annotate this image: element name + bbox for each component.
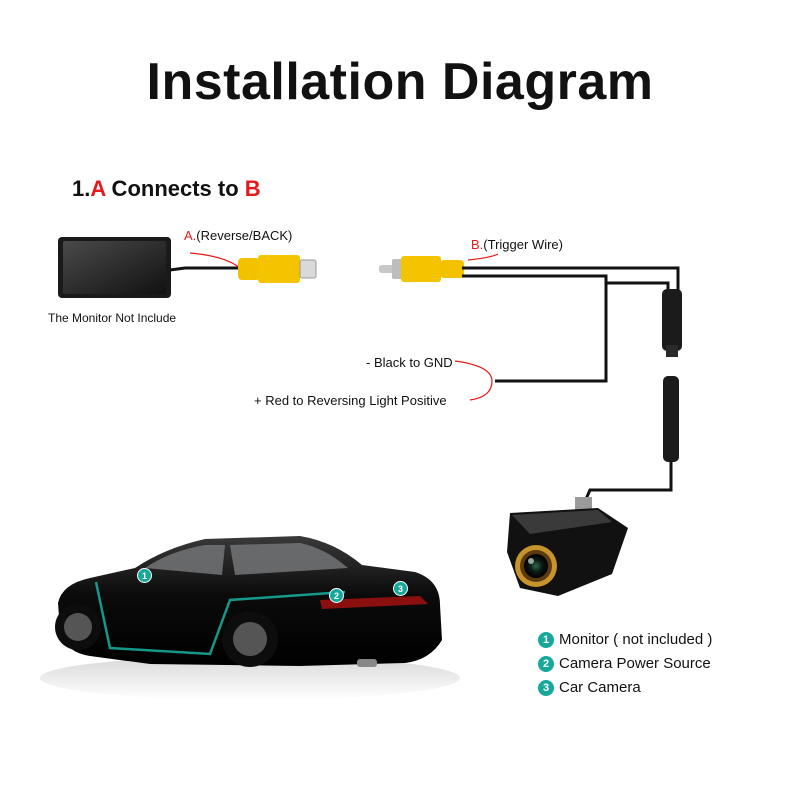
legend-badge-2: 2 (538, 655, 554, 672)
inline-connector-top (662, 289, 682, 351)
step-heading: 1.A Connects to B (72, 176, 261, 202)
legend-item-camera: 3 Car Camera (538, 679, 641, 696)
step-number: 1. (72, 176, 91, 201)
legend-item-monitor: 1 Monitor ( not included ) (538, 631, 712, 648)
legend-text-3: Car Camera (559, 679, 641, 696)
step-letter-a: A (90, 176, 106, 201)
car-pin-1: 1 (137, 568, 152, 583)
rca-connector-a (238, 255, 317, 283)
monitor-illustration (58, 237, 171, 298)
inline-connector-bottom (663, 376, 679, 462)
pointer-b-line (467, 253, 499, 261)
label-a-text: (Reverse/BACK) (196, 228, 293, 243)
legend-text-2: Camera Power Source (559, 655, 711, 672)
page-title: Installation Diagram (146, 53, 654, 111)
label-b-text: (Trigger Wire) (483, 237, 563, 252)
pointer-a-line (189, 252, 241, 269)
label-a: A.(Reverse/BACK) (184, 228, 292, 243)
split-bracket (454, 360, 493, 401)
label-a-letter: A. (184, 228, 197, 243)
wire-red-label: + Red to Reversing Light Positive (254, 393, 447, 408)
monitor-cable (169, 266, 240, 272)
label-b: B.(Trigger Wire) (471, 237, 563, 252)
car-pin-2: 2 (329, 588, 344, 603)
legend-item-power: 2 Camera Power Source (538, 655, 711, 672)
camera-illustration (507, 497, 628, 596)
legend-badge-3: 3 (538, 679, 554, 696)
legend-badge-1: 1 (538, 631, 554, 648)
legend-text-1: Monitor ( not included ) (559, 631, 713, 648)
step-letter-b: B (244, 176, 261, 201)
car-pin-3: 3 (393, 581, 408, 596)
monitor-note: The Monitor Not Include (48, 311, 177, 325)
car-illustration (40, 536, 460, 700)
label-b-letter: B. (471, 237, 484, 252)
wire-black-label: - Black to GND (366, 355, 453, 370)
wiring-harness (462, 266, 680, 509)
step-middle: Connects to (105, 176, 245, 201)
rca-connector-b (379, 256, 464, 282)
